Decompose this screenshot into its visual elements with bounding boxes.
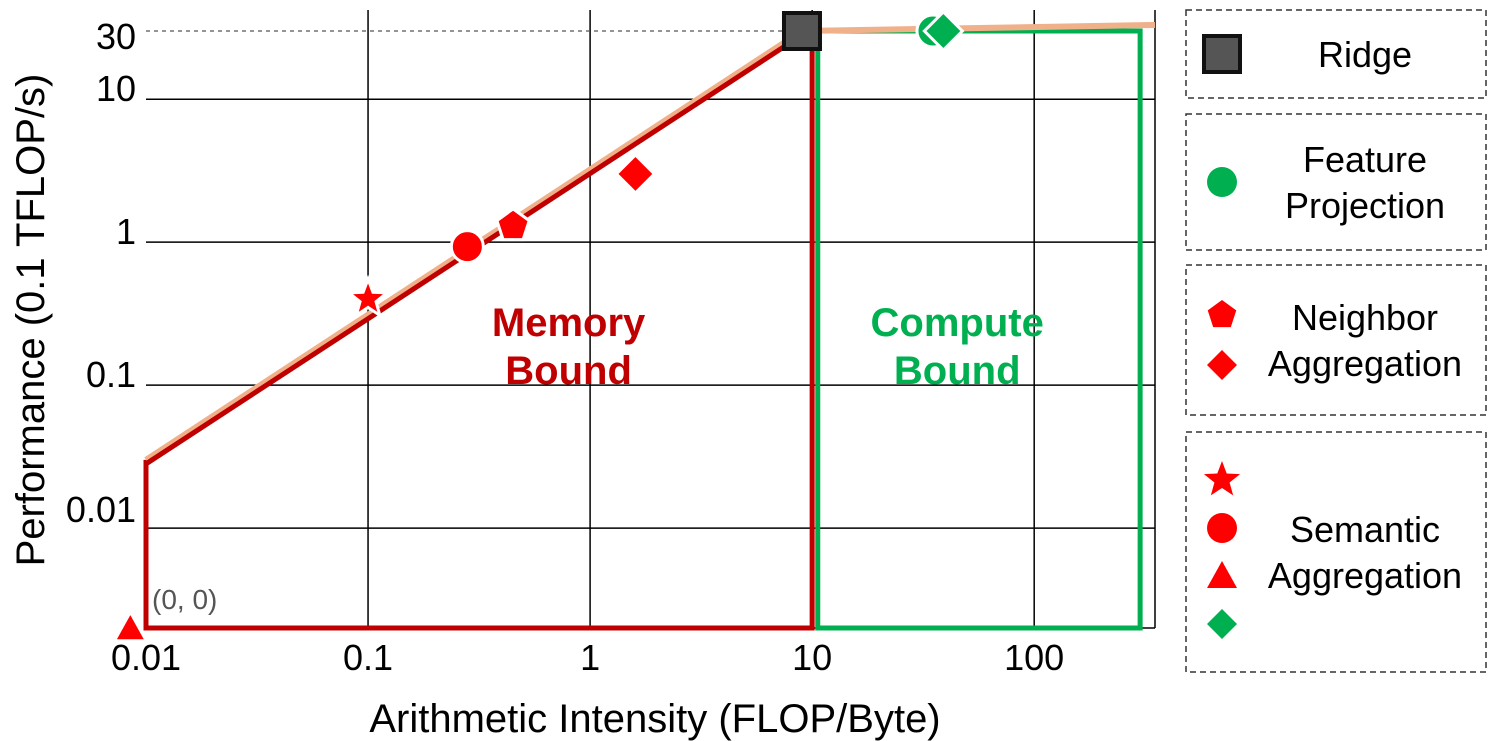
x-tick-label: 100 xyxy=(1004,637,1064,678)
origin-label: (0, 0) xyxy=(152,584,217,615)
legend-label: Semantic xyxy=(1290,509,1440,550)
memory-bound-label: Memory xyxy=(492,301,646,345)
y-tick-label: 0.1 xyxy=(86,354,136,395)
legend-label: Projection xyxy=(1285,185,1445,226)
marker-pentagon-1 xyxy=(495,207,532,242)
y-tick-label: 30 xyxy=(96,16,136,57)
x-tick-label: 1 xyxy=(580,637,600,678)
legend-marker-pentagon xyxy=(1207,300,1237,328)
compute-bound-label: Bound xyxy=(894,349,1021,393)
legend-marker-triangle xyxy=(1207,561,1237,588)
x-tick-label: 0.1 xyxy=(343,637,393,678)
marker-star-3 xyxy=(344,274,392,319)
legend-label: Aggregation xyxy=(1268,343,1462,384)
legend: RidgeFeatureProjectionNeighborAggregatio… xyxy=(1185,9,1487,673)
legend-box xyxy=(1185,9,1487,99)
legend-label: Neighbor xyxy=(1292,297,1438,338)
data-markers xyxy=(111,9,965,643)
y-tick-label: 0.01 xyxy=(66,489,136,530)
y-tick-label: 10 xyxy=(96,68,136,109)
y-tick-label: 1 xyxy=(116,211,136,252)
legend-label: Ridge xyxy=(1318,34,1412,75)
legend-marker-diamond xyxy=(1207,350,1237,380)
legend-label: Feature xyxy=(1303,139,1427,180)
legend-marker-circle xyxy=(1207,167,1237,197)
legend-marker-square xyxy=(1202,34,1242,74)
compute-bound-label: Compute xyxy=(871,301,1044,345)
roofline xyxy=(144,21,1156,466)
memory-bound-region xyxy=(143,31,815,631)
y-axis-title: Performance (0.1 TFLOP/s) xyxy=(9,74,53,567)
legend-marker-circle xyxy=(1207,513,1237,543)
legend-marker-star xyxy=(1203,461,1241,496)
tick-labels: 0.01 0.1 1 10 100 0.01 0.1 1 10 30 xyxy=(66,16,1064,678)
marker-diamond-2 xyxy=(614,152,657,196)
marker-diamond-6 xyxy=(922,9,965,53)
compute-bound-region xyxy=(815,28,1143,631)
x-tick-label: 0.01 xyxy=(111,637,181,678)
legend-box xyxy=(1185,264,1487,416)
legend-label: Aggregation xyxy=(1268,555,1462,596)
legend-box xyxy=(1185,113,1487,251)
x-axis-title: Arithmetic Intensity (FLOP/Byte) xyxy=(369,697,940,741)
ridge-marker xyxy=(781,11,822,51)
legend-box xyxy=(1185,431,1487,673)
regions xyxy=(143,28,1143,631)
marker-triangle-5 xyxy=(111,608,149,643)
memory-bound-label: Bound xyxy=(505,349,632,393)
legend-marker-diamond xyxy=(1207,609,1237,639)
marker-circle-4 xyxy=(449,229,485,265)
x-tick-label: 10 xyxy=(792,637,832,678)
